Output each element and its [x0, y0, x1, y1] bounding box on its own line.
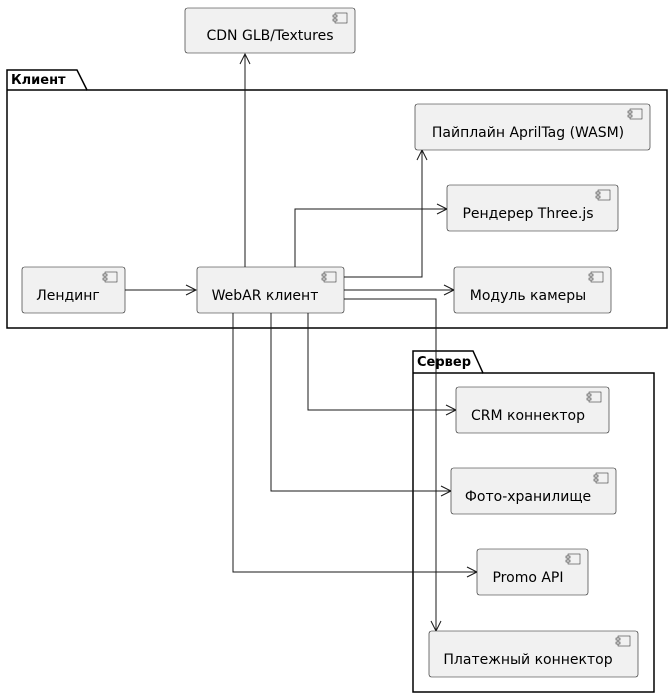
component-label-landing: Лендинг — [36, 288, 100, 304]
package-client-title: Клиент — [11, 73, 66, 88]
component-camera[interactable]: Модуль камеры — [453, 266, 612, 314]
component-webar[interactable]: WebAR клиент — [196, 266, 345, 314]
component-icon — [565, 553, 581, 565]
edge-webar-payment — [344, 298, 437, 630]
component-icon — [615, 635, 631, 647]
component-crm[interactable]: CRM коннектор — [455, 386, 610, 434]
component-icon — [588, 271, 604, 283]
component-label-crm: CRM коннектор — [471, 408, 585, 424]
component-icon — [102, 271, 118, 283]
edge-webar-photo — [270, 313, 450, 492]
component-icon — [627, 108, 643, 120]
component-payment[interactable]: Платежный коннектор — [428, 630, 639, 678]
package-server-frame — [412, 350, 655, 693]
component-icon — [593, 472, 609, 484]
component-label-camera: Модуль камеры — [470, 288, 586, 304]
component-cdn[interactable]: CDN GLB/Textures — [184, 7, 356, 54]
edge-webar-crm — [307, 313, 455, 411]
package-client: Клиент — [6, 69, 668, 329]
component-apriltag[interactable]: Пайплайн AprilTag (WASM) — [414, 103, 651, 151]
component-landing[interactable]: Лендинг — [21, 266, 126, 314]
component-icon — [595, 189, 611, 201]
package-server-title: Сервер — [417, 355, 471, 370]
component-icon — [586, 391, 602, 403]
component-icon — [332, 12, 348, 24]
package-server: Сервер — [412, 350, 655, 693]
component-label-apriltag: Пайплайн AprilTag (WASM) — [432, 125, 624, 141]
component-renderer[interactable]: Рендерер Three.js — [446, 184, 619, 232]
component-label-webar: WebAR клиент — [212, 288, 319, 304]
edge-landing-webar-arrow — [185, 284, 198, 296]
component-label-photo: Фото-хранилище — [465, 489, 591, 505]
component-icon — [321, 271, 337, 283]
component-label-cdn: CDN GLB/Textures — [207, 28, 334, 44]
edge-webar-renderer — [294, 208, 446, 267]
component-label-renderer: Рендерер Three.js — [462, 206, 593, 222]
edge-webar-cdn-arrow — [239, 52, 251, 65]
component-label-payment: Платежный коннектор — [443, 652, 612, 668]
edge-webar-promo — [232, 313, 476, 573]
component-label-promo: Promo API — [492, 570, 563, 586]
component-promo[interactable]: Promo API — [476, 548, 589, 596]
component-photo[interactable]: Фото-хранилище — [450, 467, 617, 515]
package-client-frame — [6, 69, 668, 329]
edge-webar-apriltag — [344, 151, 423, 278]
